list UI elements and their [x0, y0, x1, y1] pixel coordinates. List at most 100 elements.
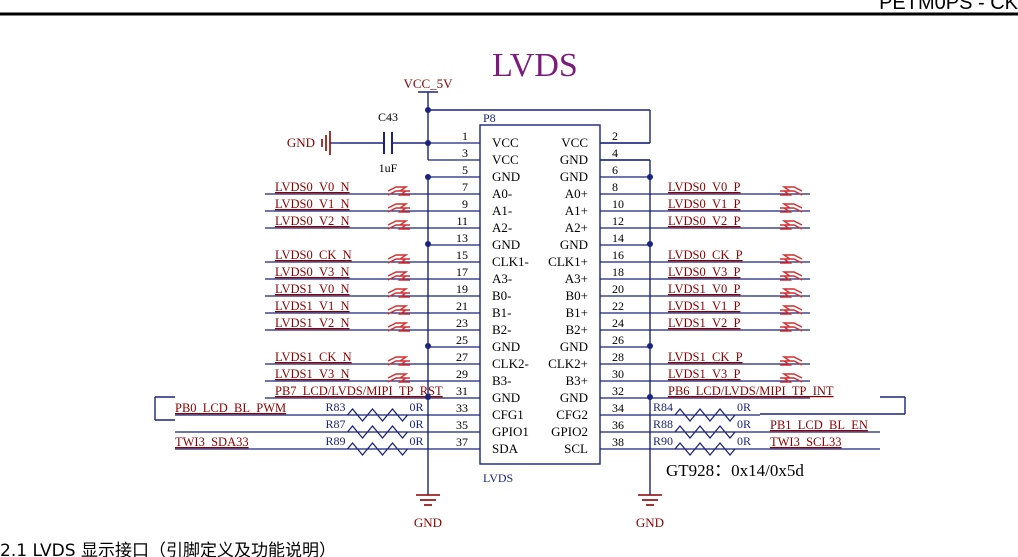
net-label: LVDS0_V1_N [275, 197, 350, 211]
pin-name: VCC [492, 135, 519, 150]
resistor-symbol [347, 424, 408, 440]
net-label: TWI3_SCL33 [770, 435, 842, 449]
resistor-ref: R83 [325, 400, 345, 414]
net-label: PB7_LCD/LVDS/MIPI_TP_RST [275, 384, 443, 398]
resistor-symbol [674, 407, 736, 423]
pin-name: SCL [564, 441, 588, 456]
pin-name: B2- [492, 322, 512, 337]
connector-pin-29: 29 B3- LVDS1_V3_N [265, 367, 512, 388]
pin-name: VCC [492, 152, 519, 167]
pin-number: 9 [462, 197, 468, 211]
net-label: LVDS1_V1_P [668, 299, 741, 313]
resistor-symbol [674, 441, 736, 457]
resistor-symbol [347, 441, 408, 457]
connector-pin-13: 13 GND [428, 231, 520, 252]
net-flag-icon [387, 271, 410, 281]
net-flag-icon [780, 322, 803, 332]
pin-number: 13 [456, 231, 468, 245]
pin-number: 23 [456, 316, 468, 330]
pin-number: 14 [612, 231, 624, 245]
resistor-value: 0R [410, 400, 424, 414]
pin-number: 24 [612, 316, 624, 330]
resistor-symbol [674, 424, 736, 440]
net-label: LVDS1_V2_N [275, 316, 350, 330]
net-flag-icon [387, 220, 410, 230]
pin-number: 4 [612, 146, 618, 160]
pin-name: GND [560, 237, 588, 252]
connector-pin-14: 14 GND [560, 231, 650, 252]
pin-number: 11 [456, 214, 468, 228]
net-label: LVDS0_V0_N [275, 180, 350, 194]
net-label: LVDS1_V3_N [275, 367, 350, 381]
net-label: LVDS0_V2_N [275, 214, 350, 228]
pin-number: 34 [612, 401, 624, 415]
pin-number: 12 [612, 214, 624, 228]
pin-name: B1- [492, 305, 512, 320]
pin-name: GPIO1 [492, 424, 529, 439]
resistor-value: 0R [410, 434, 424, 448]
net-label: LVDS1_V0_N [275, 282, 350, 296]
pin-number: 35 [456, 418, 468, 432]
pin-number: 31 [456, 384, 468, 398]
net-flag-icon [780, 220, 803, 230]
net-label: PB0_LCD_BL_PWM [175, 401, 286, 415]
pin-name: B3+ [565, 373, 588, 388]
pin-number: 33 [456, 401, 468, 415]
pin-number: 20 [612, 282, 624, 296]
right-gnd-label: GND [636, 515, 664, 530]
net-flag-icon [780, 186, 803, 196]
pin-number: 17 [456, 265, 468, 279]
pin-number: 7 [462, 180, 468, 194]
net-label: LVDS1_CK_N [275, 350, 352, 364]
pin-number: 6 [612, 163, 618, 177]
pin-name: GND [492, 237, 520, 252]
pin-name: CFG1 [492, 407, 524, 422]
pin-number: 38 [612, 435, 624, 449]
pin-number: 3 [462, 146, 468, 160]
resistor-ref: R87 [325, 417, 345, 431]
net-flag-icon [387, 254, 410, 264]
connector-pin-11: 11 A2- LVDS0_V2_N [265, 214, 512, 235]
resistor-ref: R84 [653, 400, 673, 414]
pin-number: 22 [612, 299, 624, 313]
pin-name: B3- [492, 373, 512, 388]
pin-name: A2- [492, 220, 512, 235]
net-flag-icon [780, 288, 803, 298]
pin-number: 1 [462, 129, 468, 143]
pin-name: A3+ [565, 271, 588, 286]
pin-name: CFG2 [556, 407, 588, 422]
net-flag-icon [780, 356, 803, 366]
pin-number: 15 [456, 248, 468, 262]
pin-name: SDA [492, 441, 519, 456]
connector-pin-1: 1 VCC [428, 129, 519, 150]
pin-name: A0- [492, 186, 512, 201]
cap-value: 1uF [379, 161, 398, 175]
pin-name: A1+ [565, 203, 588, 218]
cap-gnd-label: GND [287, 135, 315, 150]
cap-ref: C43 [378, 110, 398, 124]
net-flag-icon [387, 322, 410, 332]
net-flag-icon [387, 373, 410, 383]
pin-number: 21 [456, 299, 468, 313]
resistor-value: 0R [737, 400, 751, 414]
left-gnd-label: GND [414, 515, 442, 530]
i2c-address-note: GT928：0x14/0x5d [666, 461, 804, 480]
connector-pin-8: 8A0+LVDS0_V0_P [565, 180, 810, 201]
pin-number: 27 [456, 350, 468, 364]
resistor-value: 0R [410, 417, 424, 431]
net-label: LVDS1_CK_P [668, 350, 743, 364]
pin-number: 29 [456, 367, 468, 381]
net-flag-icon [387, 203, 410, 213]
